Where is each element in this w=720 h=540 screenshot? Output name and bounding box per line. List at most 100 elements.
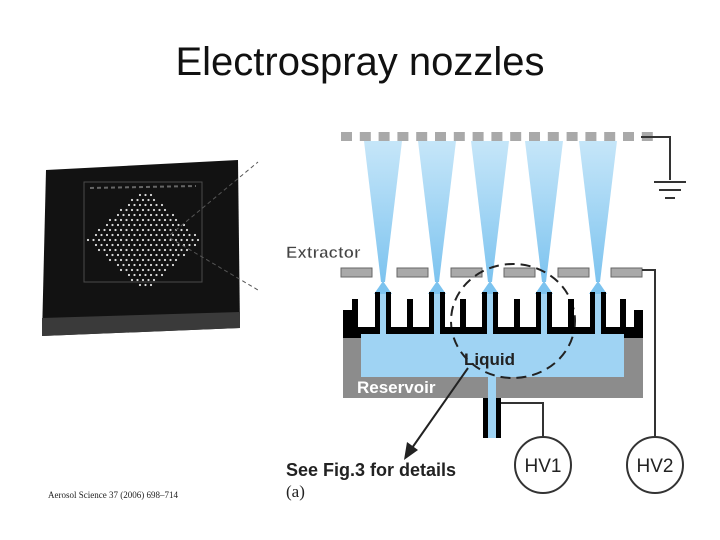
well-divider bbox=[568, 299, 574, 334]
nozzle-dot bbox=[127, 213, 131, 217]
nozzle-dot bbox=[182, 253, 186, 257]
nozzle-dot bbox=[163, 268, 167, 272]
hv2-wire bbox=[642, 269, 656, 438]
nozzle-dot bbox=[138, 203, 142, 207]
nozzle-dot bbox=[166, 233, 169, 237]
detail-circle bbox=[450, 263, 576, 379]
nozzle-array-chip-photo bbox=[42, 160, 240, 336]
nozzle-dot bbox=[169, 258, 172, 262]
nozzle-dot bbox=[152, 258, 156, 262]
nozzle-dot bbox=[191, 238, 194, 242]
nozzle-wall bbox=[429, 292, 434, 334]
extractor-segment bbox=[610, 267, 643, 278]
nozzle-dot bbox=[160, 273, 164, 277]
nozzle-dot bbox=[108, 218, 112, 222]
nozzle-dot bbox=[141, 228, 145, 232]
nozzle-dot bbox=[108, 258, 112, 262]
nozzle-dot bbox=[158, 248, 161, 252]
nozzle-dot bbox=[163, 228, 167, 232]
nozzle-dot bbox=[133, 273, 136, 277]
nozzle-dot bbox=[166, 253, 169, 257]
nozzle-dot bbox=[152, 238, 156, 242]
nozzle-wall bbox=[590, 292, 595, 334]
nozzle-dot bbox=[171, 243, 175, 247]
nozzle-dot bbox=[136, 278, 139, 282]
nozzle-dot bbox=[166, 243, 169, 247]
nozzle-dot bbox=[149, 233, 153, 237]
pointer-line-bottom bbox=[169, 237, 259, 291]
nozzle-wall bbox=[386, 292, 391, 334]
substrate-left-edge bbox=[343, 310, 352, 338]
nozzle-dot bbox=[138, 213, 142, 217]
collector-segment bbox=[604, 132, 616, 141]
chip-edge bbox=[42, 312, 240, 336]
nozzle-dot bbox=[174, 248, 178, 252]
nozzle-dot bbox=[141, 198, 145, 202]
substrate-right-edge bbox=[634, 310, 643, 338]
chip-body bbox=[42, 160, 240, 336]
chip-inner-frame bbox=[83, 181, 203, 283]
nozzle-dot bbox=[158, 258, 161, 262]
nozzle-liquid-columns bbox=[380, 292, 601, 334]
collector-segment bbox=[585, 132, 597, 141]
nozzle-dot bbox=[116, 213, 120, 217]
nozzle-dot bbox=[125, 238, 128, 242]
nozzle-dot bbox=[114, 218, 117, 222]
nozzle-dot bbox=[111, 223, 114, 227]
nozzle-dot bbox=[136, 208, 139, 212]
slide-title: Electrospray nozzles bbox=[175, 40, 545, 84]
electrospray-schematic: HV1 HV2 Extractor Liquid Reservoir See F… bbox=[286, 132, 686, 501]
nozzle-wall bbox=[536, 292, 541, 334]
nozzle-dot bbox=[160, 223, 164, 227]
nozzle-dot bbox=[152, 268, 156, 272]
nozzle-dot bbox=[108, 238, 112, 242]
nozzle-dot bbox=[163, 208, 167, 212]
nozzle-meniscus bbox=[589, 281, 607, 294]
nozzle-dot bbox=[160, 213, 164, 217]
nozzle-dot bbox=[130, 218, 134, 222]
nozzle-dot bbox=[138, 193, 142, 197]
nozzle-dot bbox=[103, 228, 106, 232]
nozzle-dot bbox=[144, 233, 147, 237]
nozzle-dot bbox=[119, 268, 123, 272]
nozzle-dot bbox=[149, 193, 153, 197]
nozzle-dot bbox=[166, 263, 169, 267]
nozzle-dot bbox=[130, 248, 134, 252]
nozzle-dot bbox=[169, 248, 172, 252]
nozzle-dot bbox=[158, 208, 161, 212]
nozzle-dot bbox=[152, 208, 156, 212]
nozzle-dot bbox=[152, 278, 156, 282]
nozzle-dot bbox=[127, 233, 131, 237]
collector-segment bbox=[510, 132, 522, 141]
nozzle-dot bbox=[116, 243, 120, 247]
nozzle-wall bbox=[440, 292, 445, 334]
spray-plume bbox=[525, 141, 563, 282]
nozzle-dot bbox=[177, 243, 180, 247]
nozzle-dot bbox=[177, 233, 180, 237]
nozzle-dot bbox=[149, 203, 153, 207]
spray-plume bbox=[418, 141, 456, 282]
nozzle-dot bbox=[108, 248, 112, 252]
nozzle-dot bbox=[114, 258, 117, 262]
nozzle-dot bbox=[155, 233, 158, 237]
nozzle-dot bbox=[163, 258, 167, 262]
nozzle-dot bbox=[130, 278, 134, 282]
well-divider bbox=[460, 299, 466, 334]
nozzle-dot bbox=[111, 243, 114, 247]
nozzle-dot bbox=[155, 223, 158, 227]
nozzle-dot bbox=[133, 243, 136, 247]
collector-segment bbox=[341, 132, 352, 141]
well-divider bbox=[620, 299, 626, 334]
hv1-wire bbox=[501, 402, 544, 440]
nozzle-dot bbox=[177, 253, 180, 257]
nozzle-dot bbox=[149, 263, 153, 267]
nozzle-dot bbox=[133, 253, 136, 257]
nozzle-dot bbox=[97, 248, 101, 252]
well-divider bbox=[407, 299, 413, 334]
nozzle-dot bbox=[152, 198, 156, 202]
nozzle-dot bbox=[133, 233, 136, 237]
collector-segment bbox=[453, 132, 465, 141]
nozzle-dot bbox=[133, 213, 136, 217]
nozzle-dot bbox=[144, 253, 147, 257]
nozzle-dot bbox=[125, 258, 128, 262]
